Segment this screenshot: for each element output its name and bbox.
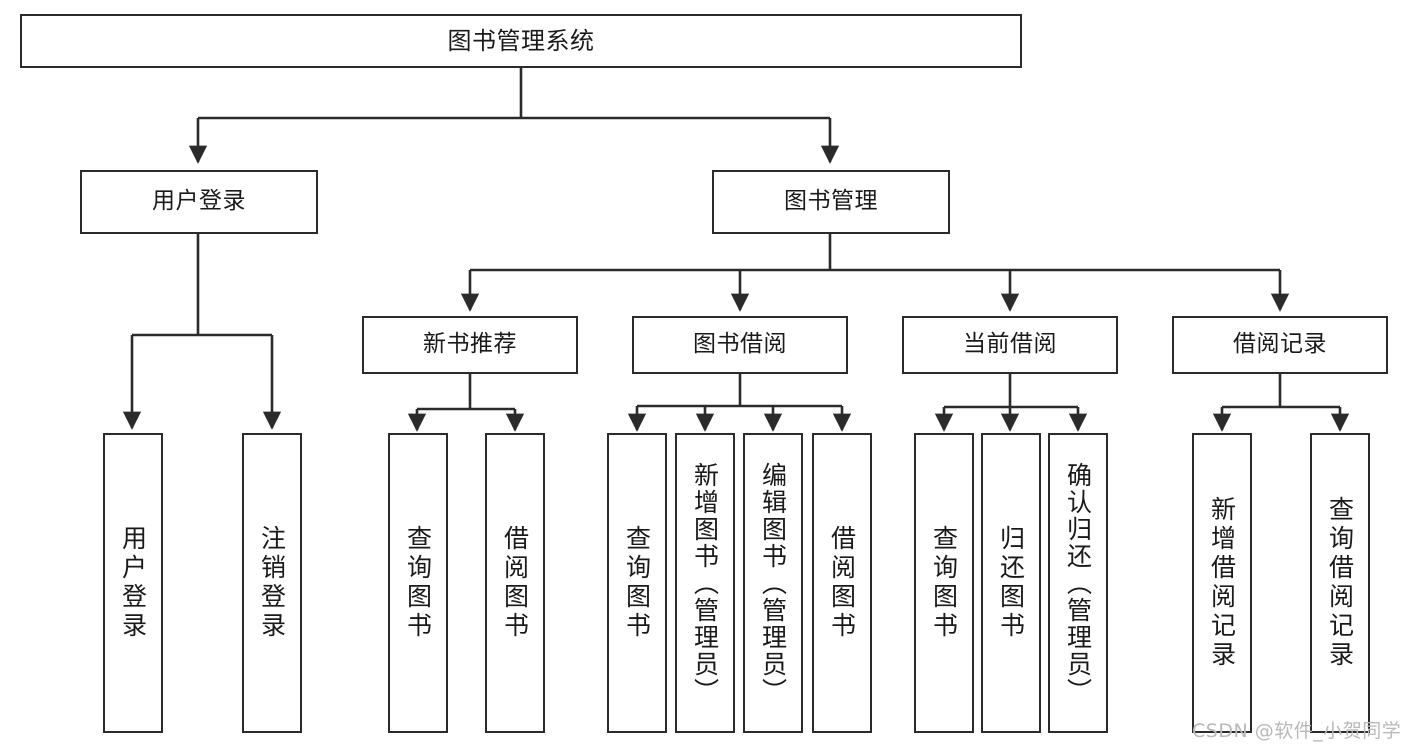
watermark-text: CSDN @软件_小贺同学 xyxy=(1192,720,1402,742)
leaf-borrow-edit-book-admin[interactable]: 编辑图书（管理员） xyxy=(743,433,803,733)
node-label: 新增借阅记录 xyxy=(1207,496,1237,670)
node-label: 用户登录 xyxy=(152,188,246,215)
leaf-user-login-logout[interactable]: 注销登录 xyxy=(242,433,302,733)
leaf-current-return-book[interactable]: 归还图书 xyxy=(981,433,1041,733)
leaf-borrow-query-book[interactable]: 查询图书 xyxy=(607,433,667,733)
node-label: 查询图书 xyxy=(929,525,959,641)
node-borrow-record[interactable]: 借阅记录 xyxy=(1172,316,1388,374)
node-label: 编辑图书（管理员） xyxy=(758,461,788,705)
leaf-user-login-login[interactable]: 用户登录 xyxy=(103,433,163,733)
leaf-recommend-query-book[interactable]: 查询图书 xyxy=(388,433,448,733)
node-label: 新书推荐 xyxy=(423,331,517,358)
node-label: 图书管理系统 xyxy=(447,26,595,55)
leaf-current-confirm-return-admin[interactable]: 确认归还（管理员） xyxy=(1048,433,1108,733)
node-user-login[interactable]: 用户登录 xyxy=(80,170,318,234)
node-label: 确认归还（管理员） xyxy=(1063,461,1093,705)
node-root-system[interactable]: 图书管理系统 xyxy=(20,14,1022,68)
node-current-borrow[interactable]: 当前借阅 xyxy=(902,316,1118,374)
node-label: 查询借阅记录 xyxy=(1325,496,1355,670)
node-label: 用户登录 xyxy=(118,525,148,641)
node-label: 查询图书 xyxy=(622,525,652,641)
node-label: 借阅图书 xyxy=(827,525,857,641)
leaf-recommend-borrow-book[interactable]: 借阅图书 xyxy=(485,433,545,733)
node-label: 图书管理 xyxy=(784,188,878,215)
node-book-management[interactable]: 图书管理 xyxy=(712,170,950,234)
node-label: 注销登录 xyxy=(257,525,287,641)
node-label: 借阅记录 xyxy=(1233,331,1327,358)
node-label: 归还图书 xyxy=(996,525,1026,641)
leaf-record-query-record[interactable]: 查询借阅记录 xyxy=(1310,433,1370,733)
leaf-borrow-add-book-admin[interactable]: 新增图书（管理员） xyxy=(675,433,735,733)
node-book-borrow[interactable]: 图书借阅 xyxy=(632,316,848,374)
node-new-book-recommend[interactable]: 新书推荐 xyxy=(362,316,578,374)
node-label: 图书借阅 xyxy=(693,331,787,358)
node-label: 当前借阅 xyxy=(963,331,1057,358)
node-label: 借阅图书 xyxy=(500,525,530,641)
node-label: 查询图书 xyxy=(403,525,433,641)
leaf-record-add-record[interactable]: 新增借阅记录 xyxy=(1192,433,1252,733)
node-label: 新增图书（管理员） xyxy=(690,461,720,705)
leaf-current-query-book[interactable]: 查询图书 xyxy=(914,433,974,733)
leaf-borrow-borrow-book[interactable]: 借阅图书 xyxy=(812,433,872,733)
